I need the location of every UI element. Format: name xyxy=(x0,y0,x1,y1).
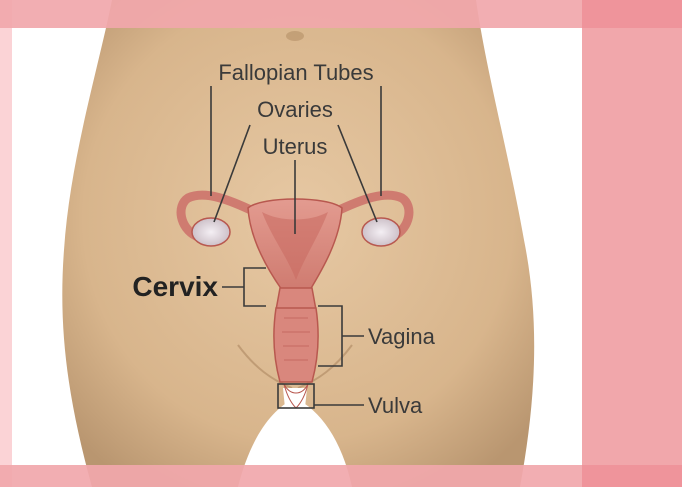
cervix-organ xyxy=(276,288,316,310)
bottom-banner-bar xyxy=(0,465,682,487)
label-cervix: Cervix xyxy=(132,271,218,302)
right-side-panel xyxy=(582,0,682,487)
navel xyxy=(286,31,304,41)
right-panel-top xyxy=(582,0,682,28)
label-ovaries: Ovaries xyxy=(257,97,333,122)
label-vagina: Vagina xyxy=(368,324,436,349)
label-fallopian-tubes: Fallopian Tubes xyxy=(218,60,373,85)
label-uterus: Uterus xyxy=(263,134,328,159)
vagina-organ xyxy=(274,308,318,382)
ovary-left xyxy=(192,218,230,246)
top-banner-bar xyxy=(0,0,682,28)
ovary-right xyxy=(362,218,400,246)
label-vulva: Vulva xyxy=(368,393,423,418)
right-panel-bottom xyxy=(582,465,682,487)
